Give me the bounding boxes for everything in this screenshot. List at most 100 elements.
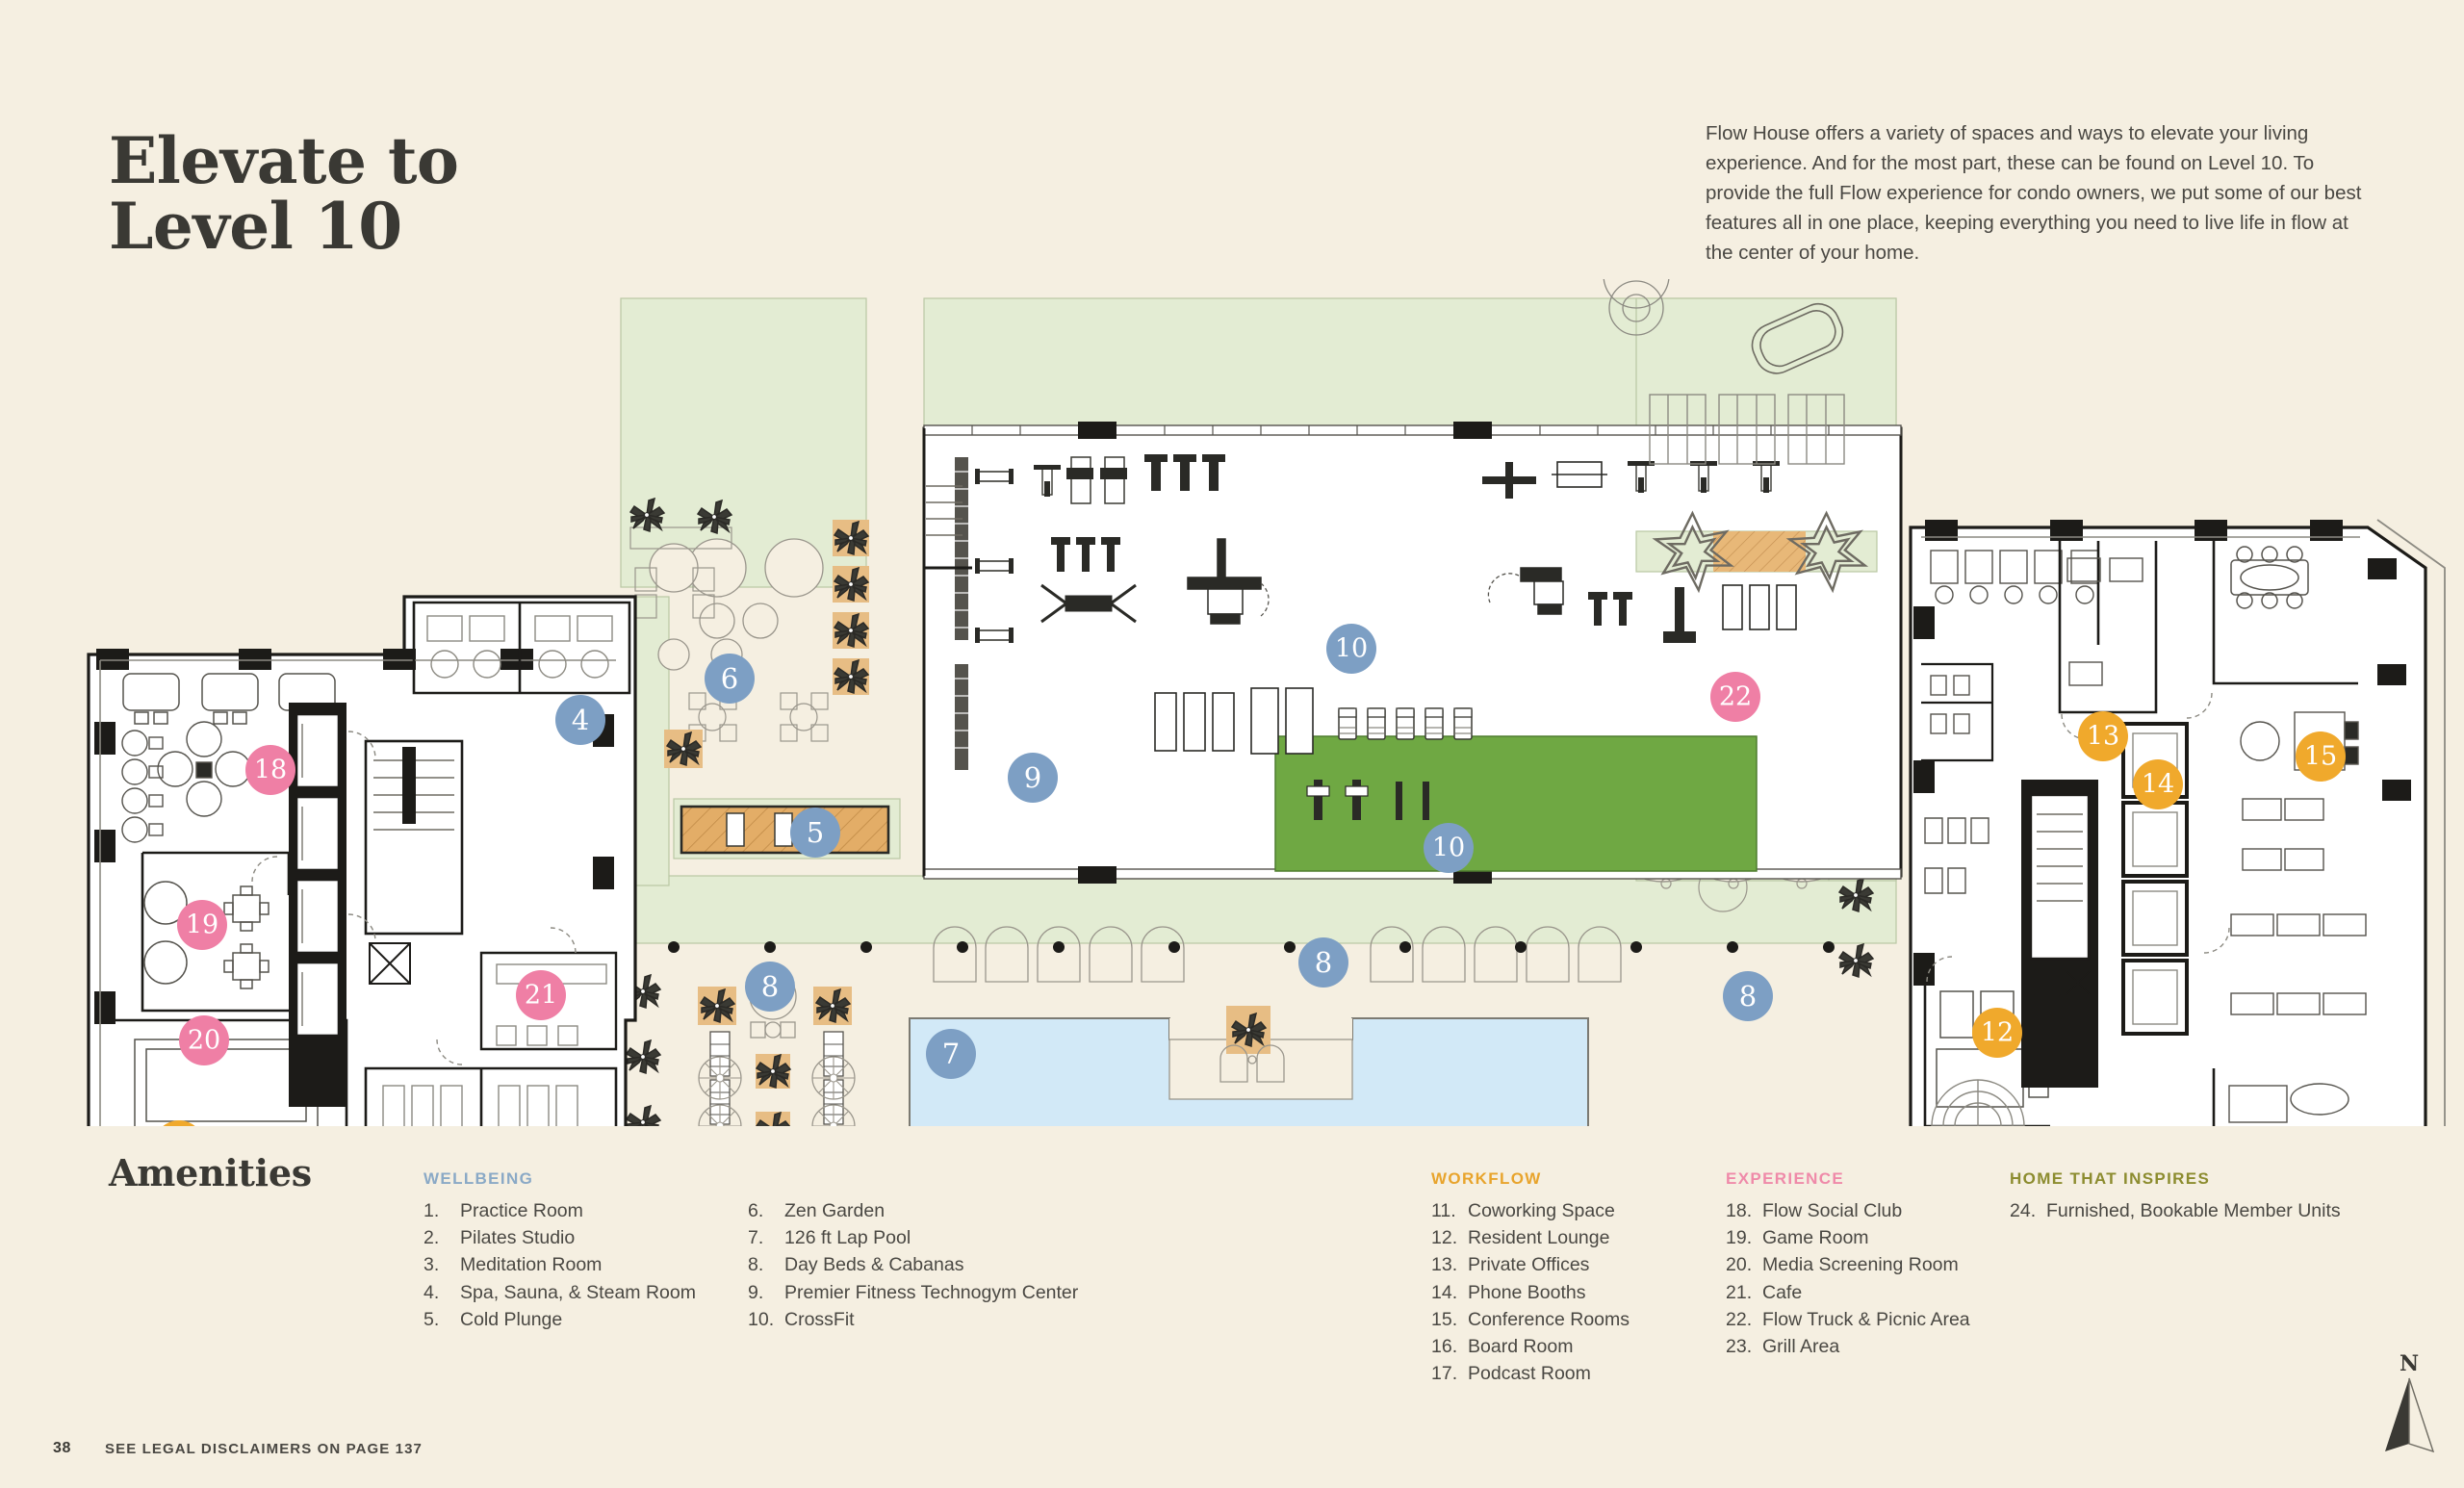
compass-label: N	[2399, 1351, 2420, 1376]
legend-item: 3.Meditation Room	[424, 1253, 748, 1278]
legend-label: Practice Room	[460, 1200, 583, 1221]
legend-label: Private Offices	[1468, 1254, 1590, 1276]
map-marker-4[interactable]: 4	[555, 695, 605, 745]
legend-group-home: HOME THAT INSPIRES 24. Furnished, Bookabl…	[2010, 1169, 2341, 1226]
map-marker-label: 7	[942, 1038, 960, 1070]
legend-number: 21.	[1726, 1281, 1753, 1303]
map-marker-15[interactable]: 15	[2296, 731, 2346, 782]
legend-number: 15.	[1431, 1308, 1458, 1330]
map-marker-label: 10	[1432, 834, 1465, 863]
legend-number: 17.	[1431, 1363, 1458, 1385]
legend-number: 23.	[1726, 1336, 1753, 1358]
legend-list-wellbeing-1: 1.Practice Room 2.Pilates Studio 3.Medit…	[424, 1199, 748, 1335]
map-marker-6[interactable]: 6	[705, 654, 755, 704]
legend-item: 4.Spa, Sauna, & Steam Room	[424, 1281, 748, 1306]
map-marker-label: 15	[2304, 742, 2337, 772]
legend-title-home: HOME THAT INSPIRES	[2010, 1169, 2211, 1188]
legend-label: Resident Lounge	[1468, 1227, 1610, 1249]
legend-item: 15.Conference Rooms	[1431, 1308, 1630, 1333]
legend-label: CrossFit	[784, 1308, 855, 1330]
map-marker-label: 20	[188, 1026, 220, 1056]
map-marker-label: 19	[186, 911, 218, 940]
legend-item: 19. Game Room	[1726, 1226, 1970, 1251]
map-marker-8[interactable]: 8	[1298, 937, 1348, 988]
map-marker-17[interactable]: 17	[154, 1120, 204, 1126]
map-marker-label: 6	[721, 662, 738, 695]
legend-list-home: 24. Furnished, Bookable Member Units	[2010, 1199, 2341, 1224]
map-marker-14[interactable]: 14	[2133, 759, 2183, 809]
legend-label: Cold Plunge	[460, 1308, 563, 1330]
legend-item: 5. Cold Plunge	[424, 1308, 748, 1333]
legend-number: 9.	[748, 1281, 764, 1303]
legend-number: 19.	[1726, 1227, 1753, 1249]
legend-label: Day Beds & Cabanas	[784, 1254, 964, 1276]
map-marker-18[interactable]: 18	[245, 745, 295, 795]
map-marker-7[interactable]: 7	[926, 1029, 976, 1079]
legend-item: 12.Resident Lounge	[1431, 1226, 1630, 1251]
map-marker-8[interactable]: 8	[1723, 971, 1773, 1021]
intro-paragraph: Flow House offers a variety of spaces an…	[1706, 121, 2362, 265]
legend-number: 8.	[748, 1254, 764, 1276]
map-marker-22[interactable]: 22	[1710, 672, 1760, 722]
map-marker-12[interactable]: 12	[1972, 1008, 2022, 1058]
legend-number: 5.	[424, 1308, 440, 1330]
legend-item: 7. 126 ft Lap Pool	[748, 1226, 1078, 1251]
legend-item: 20.Media Screening Room	[1726, 1253, 1970, 1278]
legend-item: 22.Flow Truck & Picnic Area	[1726, 1308, 1970, 1333]
legend-label: Furnished, Bookable Member Units	[2046, 1200, 2341, 1221]
legend-label: Pilates Studio	[460, 1227, 576, 1249]
legend-title-workflow: WORKFLOW	[1431, 1169, 1542, 1188]
map-marker-label: 12	[1981, 1018, 2014, 1048]
map-marker-19[interactable]: 19	[177, 900, 227, 950]
map-marker-label: 8	[1315, 946, 1332, 979]
legend-item: 24. Furnished, Bookable Member Units	[2010, 1199, 2341, 1224]
legend-label: Cafe	[1762, 1281, 1803, 1303]
legend-group-wellbeing: WELLBEING 1.Practice Room 2.Pilates Stud…	[424, 1169, 1078, 1335]
legend-label: Game Room	[1762, 1227, 1869, 1249]
legend-label: Podcast Room	[1468, 1363, 1591, 1385]
legend-label: Coworking Space	[1468, 1200, 1615, 1221]
legend-label: Phone Booths	[1468, 1281, 1586, 1303]
map-marker-label: 5	[807, 816, 824, 849]
page-footer: 38 SEE LEGAL DISCLAIMERS ON PAGE 137	[53, 1440, 423, 1457]
legend-label: Flow Truck & Picnic Area	[1762, 1308, 1970, 1330]
legend-number: 24.	[2010, 1200, 2037, 1221]
map-marker-label: 9	[1024, 761, 1041, 794]
map-marker-9[interactable]: 9	[1008, 753, 1058, 803]
map-marker-20[interactable]: 20	[179, 1015, 229, 1065]
legend-item: 10. CrossFit	[748, 1308, 1078, 1333]
map-marker-10[interactable]: 10	[1424, 823, 1474, 873]
map-marker-10[interactable]: 10	[1326, 624, 1376, 674]
legend-number: 11.	[1431, 1200, 1456, 1221]
map-marker-label: 18	[254, 756, 287, 785]
amenities-heading: Amenities	[109, 1151, 312, 1194]
map-marker-8[interactable]: 8	[745, 962, 795, 1012]
legend-number: 14.	[1431, 1281, 1458, 1303]
legend-list-wellbeing-2: 6.Zen Garden 7.126 ft Lap Pool 8.Day Bed…	[748, 1199, 1078, 1335]
legend-item: 1.Practice Room	[424, 1199, 748, 1224]
legend-label: Meditation Room	[460, 1254, 603, 1276]
legend-list-experience: 18.Flow Social Club 19. Game Room 20.Medi…	[1726, 1199, 1970, 1360]
legend-number: 10.	[748, 1308, 775, 1330]
map-marker-label: 10	[1335, 634, 1368, 664]
map-marker-13[interactable]: 13	[2078, 711, 2128, 761]
legend-item: 16.Board Room	[1431, 1335, 1630, 1360]
legend-label: Premier Fitness Technogym Center	[784, 1281, 1079, 1303]
legal-disclaimer: SEE LEGAL DISCLAIMERS ON PAGE 137	[105, 1440, 423, 1457]
map-marker-label: 13	[2087, 722, 2119, 752]
legend-label: Zen Garden	[784, 1200, 886, 1221]
map-marker-5[interactable]: 5	[790, 808, 840, 858]
legend-item: 11. Coworking Space	[1431, 1199, 1630, 1224]
legend-number: 7.	[748, 1227, 764, 1249]
legend-number: 4.	[424, 1281, 440, 1303]
legend-label: Board Room	[1468, 1336, 1574, 1358]
map-marker-label: 14	[2142, 770, 2174, 800]
floorplan-diagram: 1234567888891010111213141516171819202122…	[0, 279, 2464, 1126]
map-marker-21[interactable]: 21	[516, 970, 566, 1020]
legend-label: Grill Area	[1762, 1336, 1840, 1358]
legend-item: 18.Flow Social Club	[1726, 1199, 1970, 1224]
legend-item: 2.Pilates Studio	[424, 1226, 748, 1251]
legend-label: 126 ft Lap Pool	[784, 1227, 911, 1249]
legend-number: 18.	[1726, 1200, 1753, 1221]
